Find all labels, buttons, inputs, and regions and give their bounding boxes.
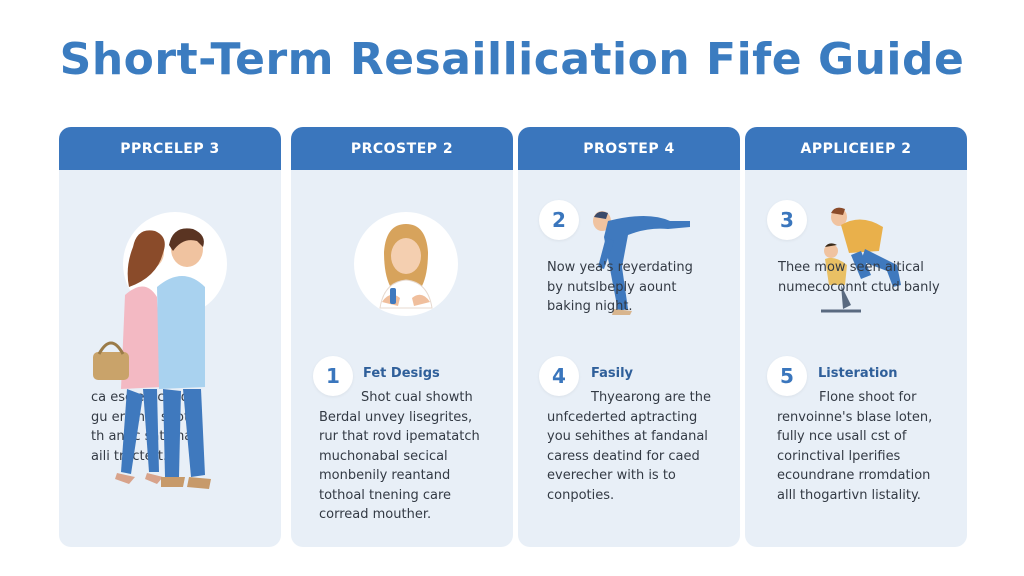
- top-line: Now yea's reyerdating: [547, 260, 693, 275]
- body-line: renvoinne's blase loten,: [777, 409, 933, 425]
- body-line: caress deatind for caed: [547, 448, 700, 464]
- body-line: muchonabal secical: [319, 448, 448, 464]
- body-line: Shot cual showth: [361, 390, 473, 405]
- woman-portrait-illustration: [379, 224, 433, 309]
- step-number-badge: 1: [313, 356, 353, 396]
- body-line: conpoties.: [547, 487, 615, 503]
- body-line: rur that rovd ipematatch: [319, 429, 480, 444]
- card-body: Thyearong are the unfcederted aptracting…: [547, 388, 711, 505]
- card-subtitle: Fasily: [591, 366, 634, 381]
- body-line: Flone shoot for: [819, 390, 917, 405]
- step-number-badge: 3: [767, 200, 807, 240]
- card-header: PPRCELEP 3: [59, 127, 281, 170]
- body-line: unfcederted aptracting: [547, 409, 698, 425]
- card-top-text: Now yea's reyerdating by nutslbeply aoun…: [547, 258, 693, 317]
- body-line: Berdal unvey lisegrites,: [319, 409, 473, 425]
- card-subtitle: Listeration: [818, 366, 898, 381]
- card-top-text: Thee mow seen aitical numecoconnt ctud b…: [778, 258, 940, 297]
- card-header: APPLICEIEP 2: [745, 127, 967, 170]
- step-number-badge: 4: [539, 356, 579, 396]
- parent-child-illustration: [821, 207, 901, 313]
- body-line: fully nce usall cst of: [777, 429, 907, 444]
- step-card-1: PPRCELEP 3 scing ca esc erecond gu ere n…: [59, 127, 281, 547]
- top-line: baking night.: [547, 299, 633, 314]
- card-body: Flone shoot for renvoinne's blase loten,…: [777, 388, 932, 505]
- top-line: by nutslbeply aount: [547, 279, 677, 295]
- body-line: everecher with is to: [547, 468, 676, 483]
- step-card-4: APPLICEIEP 2 3 Thee mow seen aitical num…: [745, 127, 967, 547]
- body-line: tothoal tnening care: [319, 487, 452, 503]
- bending-man-illustration: [593, 211, 690, 315]
- card-header: PROSTEP 4: [518, 127, 740, 170]
- body-line: alll thogartivn listality.: [777, 487, 921, 503]
- step-number-badge: 5: [767, 356, 807, 396]
- body-line: you sehithes at fandanal: [547, 429, 708, 444]
- body-line: ecoundrane rromdation: [777, 468, 931, 483]
- step-card-3: PROSTEP 4 2 Now yea's reyerdating by nut…: [518, 127, 740, 547]
- card-body: Shot cual showth Berdal unvey lisegrites…: [319, 388, 480, 525]
- top-line: numecoconnt ctud banly: [778, 279, 940, 295]
- body-line: monbenily reantand: [319, 468, 451, 483]
- body-line: corread mouther.: [319, 507, 432, 522]
- couple-walking-illustration: [93, 228, 211, 489]
- body-line: Thyearong are the: [591, 390, 711, 405]
- card-header: PRCOSTEP 2: [291, 127, 513, 170]
- page-title: Short-Term Resaillication Fife Guide: [59, 34, 965, 85]
- card-subtitle: Fet Desigs: [363, 366, 440, 381]
- step-number-badge: 2: [539, 200, 579, 240]
- step-card-2: PRCOSTEP 2 1 Fet Desigs Shot cual showth…: [291, 127, 513, 547]
- body-line: corinctival lperifies: [777, 448, 901, 464]
- top-line: Thee mow seen aitical: [778, 260, 924, 275]
